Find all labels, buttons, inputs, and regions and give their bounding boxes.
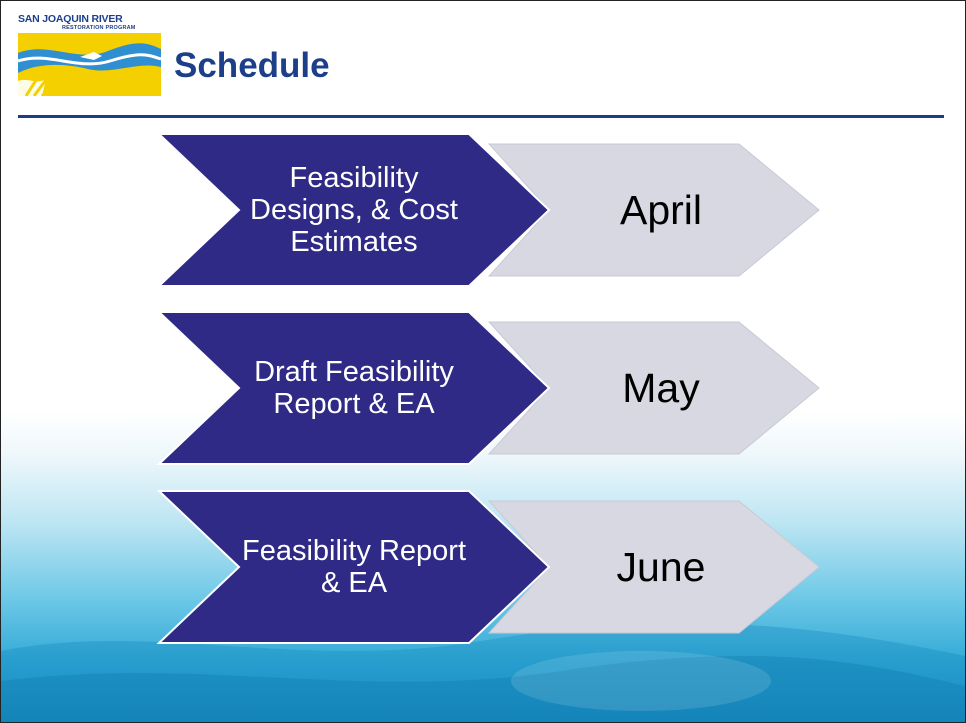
row-shapes (156, 490, 820, 644)
logo: SAN JOAQUIN RIVER RESTORATION PROGRAM (18, 14, 161, 96)
row-shapes (156, 311, 820, 465)
schedule-row: Feasibility Report & EA June (1, 490, 965, 644)
date-label: May (622, 365, 700, 411)
schedule-row: Draft Feasibility Report & EA May (1, 311, 965, 465)
stage-chevron (156, 133, 551, 287)
date-label: April (619, 187, 703, 233)
water-background (1, 623, 965, 722)
stage-label: Draft Feasibility Report & EA (254, 356, 454, 420)
slide-title: Schedule (174, 46, 330, 85)
logo-subtitle: RESTORATION PROGRAM (62, 25, 136, 31)
stage-chevron (156, 311, 551, 465)
stage-chevron (156, 490, 551, 644)
title-divider (18, 115, 944, 118)
stage-label: Feasibility Designs, & Cost Estimates (250, 162, 458, 258)
row-shapes (156, 133, 820, 287)
schedule-row: Feasibility Designs, & Cost Estimates Apr… (1, 133, 965, 287)
stage-label: Feasibility Report & EA (241, 535, 467, 599)
river-logo-icon (18, 33, 161, 96)
date-label: June (616, 544, 706, 590)
logo-title: SAN JOAQUIN RIVER (18, 13, 123, 25)
